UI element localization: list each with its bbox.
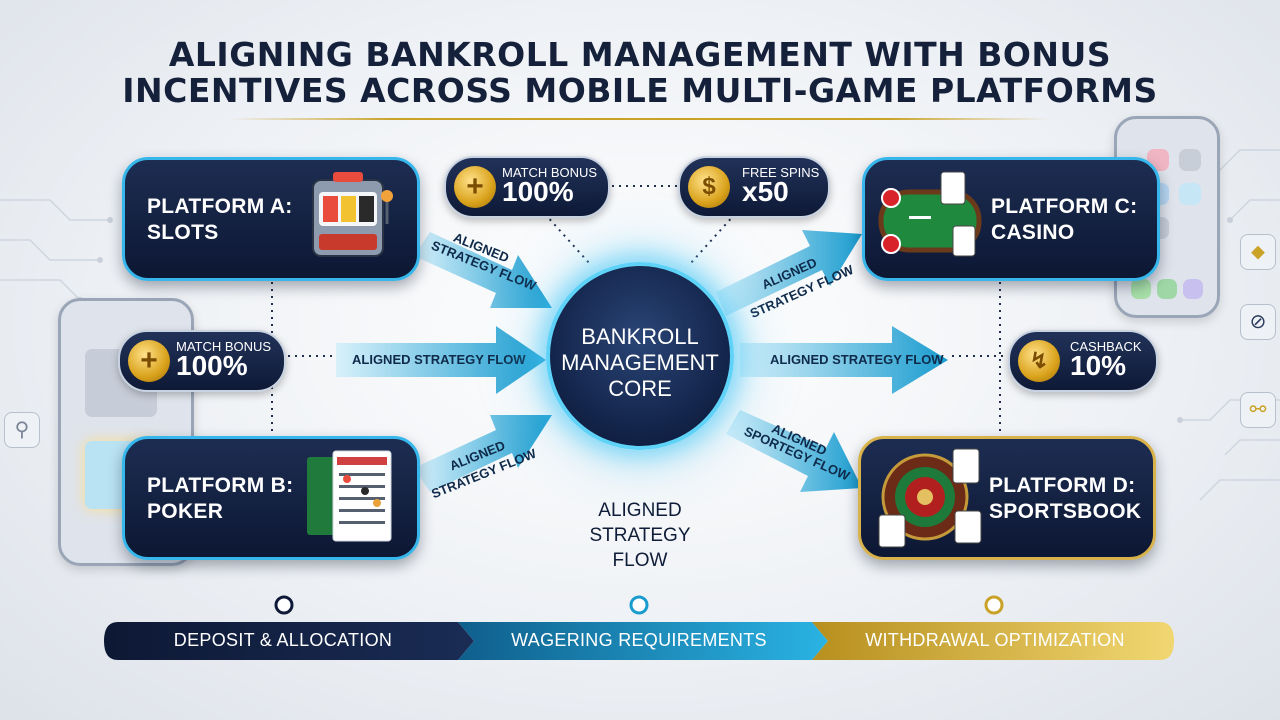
step-bar-2 <box>458 622 828 660</box>
betting-slip-icon <box>307 450 392 542</box>
core-label-line3: Core <box>608 376 672 401</box>
badge-caption: Cashback <box>1070 339 1142 354</box>
platform-d-card: Platform D: Sportsbook <box>858 436 1156 560</box>
match-bonus-badge-left: + Match Bonus 100% <box>118 330 286 392</box>
plus-coin-icon: + <box>454 166 496 208</box>
badge-value: x50 <box>742 176 789 207</box>
phone-app-tile <box>1179 149 1201 171</box>
core-label-line2: Management <box>561 350 719 375</box>
platform-d-label-line2: Sportsbook <box>989 500 1142 523</box>
roulette-wheel-icon <box>878 448 982 548</box>
arrow-core-to-c <box>716 230 862 316</box>
match-bonus-badge-top: + Match Bonus 100% <box>444 156 610 218</box>
platform-d-label-line1: Platform D: <box>989 474 1136 497</box>
platform-b-label-line2: Poker <box>147 500 224 523</box>
page-title-line2: Incentives Across Mobile Multi-Game Plat… <box>122 71 1158 110</box>
badge-caption: Match Bonus <box>502 165 598 180</box>
casino-table-icon <box>878 171 982 257</box>
cashback-badge: ↯ Cashback 10% <box>1008 330 1158 392</box>
platform-b-card: Platform B: Poker <box>122 436 420 560</box>
shield-icon: ⬥ <box>1240 234 1276 270</box>
platform-b-label-line1: Platform B: <box>147 474 294 497</box>
badge-value: 100% <box>176 350 248 381</box>
badge-caption: Free Spins <box>742 165 820 180</box>
center-caption: Aligned Strategy Flow <box>560 498 720 573</box>
phone-app-tile <box>1131 279 1151 299</box>
timeline-node-2 <box>629 595 649 615</box>
phone-app-tile <box>1183 279 1203 299</box>
free-spins-badge: $ Free Spins x50 <box>678 156 830 218</box>
step-deposit-label: Deposit & Allocation <box>173 630 393 650</box>
platform-b-label: Platform B: Poker <box>147 473 293 525</box>
connector-icon: ⚯ <box>1240 392 1276 428</box>
step-bar-1 <box>104 622 474 660</box>
core-label: Bankroll Management Core <box>550 324 730 402</box>
platform-a-card: Platform A: Slots <box>122 157 420 281</box>
platform-c-card: Platform C: Casino <box>862 157 1160 281</box>
title-divider <box>230 118 1050 120</box>
platform-c-label: Platform C: Casino <box>991 194 1137 246</box>
dollar-coin-icon: $ <box>688 166 730 208</box>
plus-coin-icon: + <box>128 340 170 382</box>
platform-c-label-line1: Platform C: <box>991 195 1138 218</box>
arrow-b-to-core <box>414 415 552 492</box>
center-caption-line2: Strategy Flow <box>589 525 691 571</box>
badge-value: 100% <box>502 176 574 207</box>
step-withdrawal-label: Withdrawal Optimization <box>865 630 1125 650</box>
bankroll-core: Bankroll Management Core <box>546 262 734 450</box>
step-bar-3 <box>812 622 1174 660</box>
badge-value: 10% <box>1070 350 1127 381</box>
link-icon: ⚲ <box>4 412 40 448</box>
platform-a-label-line2: Slots <box>147 221 219 244</box>
center-caption-line1: Aligned <box>598 500 682 521</box>
arrow-core-to-right <box>740 326 948 394</box>
page-title-line1: Aligning Bankroll Management With Bonus <box>168 35 1112 74</box>
timeline-node-3 <box>984 595 1004 615</box>
timeline-node-1 <box>274 595 294 615</box>
flow-label-left: Aligned Strategy Flow <box>352 352 526 367</box>
arrow-left-to-core <box>336 326 546 394</box>
arrow-a-to-core <box>414 232 552 308</box>
phone-app-tile <box>1157 279 1177 299</box>
platform-d-label: Platform D: Sportsbook <box>989 473 1141 525</box>
phone-app-tile <box>1179 183 1201 205</box>
cashback-coin-icon: ↯ <box>1018 340 1060 382</box>
flow-label-right: Aligned Strategy Flow <box>770 352 944 367</box>
badge-caption: Match Bonus <box>176 339 272 354</box>
platform-a-label: Platform A: Slots <box>147 194 293 246</box>
step-wagering-label: Wagering Requirements <box>511 630 767 650</box>
compass-icon: ⊘ <box>1240 304 1276 340</box>
arrow-core-to-d <box>726 410 862 492</box>
core-label-line1: Bankroll <box>581 324 699 349</box>
slot-machine-icon <box>312 172 393 257</box>
platform-a-label-line1: Platform A: <box>147 195 293 218</box>
platform-c-label-line2: Casino <box>991 221 1075 244</box>
